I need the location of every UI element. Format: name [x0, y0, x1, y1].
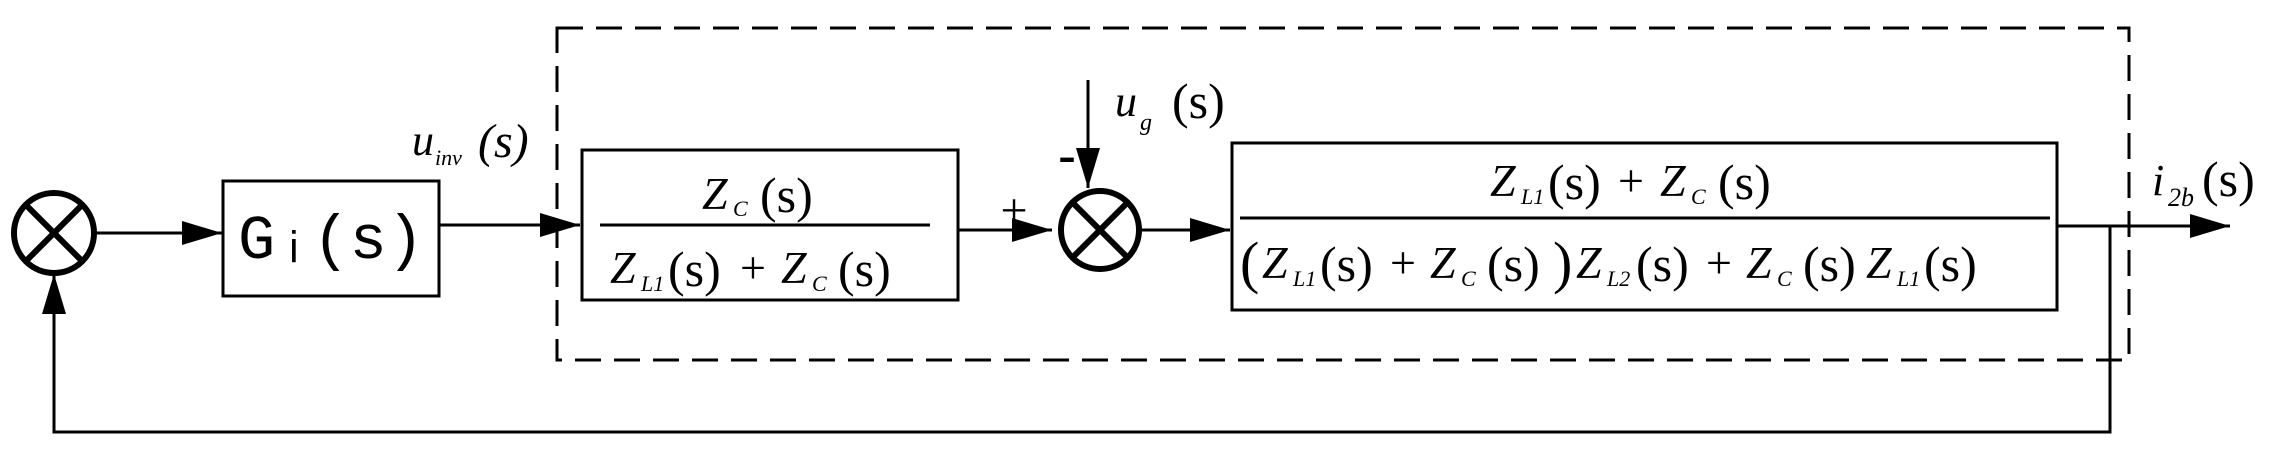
- label-u-g: u g (s): [1115, 73, 1225, 136]
- block2-den-plus1: +: [1390, 237, 1416, 288]
- label-u-inv: u inv (s): [412, 115, 529, 170]
- block2-num-sub2: C: [1691, 184, 1706, 209]
- sign-plus: +: [1000, 184, 1027, 237]
- block1-den-arg2: (s): [838, 241, 891, 297]
- u-g-argument: (s): [1172, 73, 1225, 129]
- block2-num-sub1: L1: [1520, 184, 1544, 209]
- block2-den-open-paren: (: [1240, 230, 1259, 295]
- plant-boundary: [555, 26, 2131, 362]
- block2-den-z5: Z: [1866, 237, 1892, 288]
- block1-num-z: Z: [702, 168, 728, 219]
- sign-minus: -: [1058, 127, 1075, 184]
- block1-den-sub1: L1: [640, 271, 664, 296]
- block2-den-sub5: L1: [1896, 266, 1920, 291]
- u-inv-symbol: u: [412, 116, 434, 165]
- feedback-path: [42, 226, 2112, 434]
- summing-junction-left: [11, 190, 97, 276]
- block1-den-arg1: (s): [668, 241, 721, 297]
- block2-den-z3: Z: [1576, 237, 1602, 288]
- transfer-block-2: Z L1 (s) + Z C (s) ( Z L1 (s) + Z C (s) …: [1230, 141, 2059, 312]
- block1-den-plus: +: [740, 242, 766, 293]
- transfer-block-1: Z C (s) Z L1 (s) + Z C (s): [580, 148, 960, 302]
- block2-den-z2: Z: [1430, 237, 1456, 288]
- block2-den-arg2: (s): [1487, 236, 1540, 292]
- block2-num-plus: +: [1618, 155, 1644, 206]
- block2-num-z1: Z: [1490, 155, 1516, 206]
- block2-den-sub4: C: [1777, 266, 1792, 291]
- u-inv-argument: (s): [478, 115, 529, 168]
- block2-den-arg1: (s): [1320, 236, 1373, 292]
- block1-num-arg: (s): [760, 167, 813, 223]
- block2-den-z1: Z: [1262, 237, 1288, 288]
- block2-den-sub1: L1: [1292, 266, 1316, 291]
- controller-label: Gᵢ(s): [238, 206, 424, 277]
- block2-den-close-paren: ): [1553, 230, 1572, 295]
- block2-den-arg4: (s): [1803, 236, 1856, 292]
- block1-den-sub2: C: [812, 271, 827, 296]
- output-symbol: i: [2152, 156, 2164, 205]
- block2-den-plus2: +: [1706, 237, 1732, 288]
- controller-block: Gᵢ(s): [221, 179, 441, 298]
- summing-junction-right: [1058, 188, 1142, 272]
- block2-den-z4: Z: [1746, 237, 1772, 288]
- block2-den-sub3: L2: [1606, 266, 1630, 291]
- block2-num-z2: Z: [1660, 155, 1686, 206]
- output-subscript: 2b: [2168, 183, 2194, 212]
- label-output: i 2b (s): [2152, 151, 2255, 212]
- block2-den-arg5: (s): [1924, 236, 1977, 292]
- block2-den-sub2: C: [1461, 266, 1476, 291]
- block1-num-sub: C: [733, 196, 748, 221]
- u-inv-subscript: inv: [435, 145, 462, 170]
- block2-den-arg3: (s): [1636, 236, 1689, 292]
- output-argument: (s): [2202, 151, 2255, 207]
- u-g-symbol: u: [1115, 77, 1137, 126]
- block2-num-arg1: (s): [1548, 154, 1601, 210]
- block1-den-z1: Z: [610, 242, 636, 293]
- block1-den-z2: Z: [781, 242, 807, 293]
- block2-num-arg2: (s): [1718, 154, 1771, 210]
- u-g-subscript: g: [1140, 110, 1152, 136]
